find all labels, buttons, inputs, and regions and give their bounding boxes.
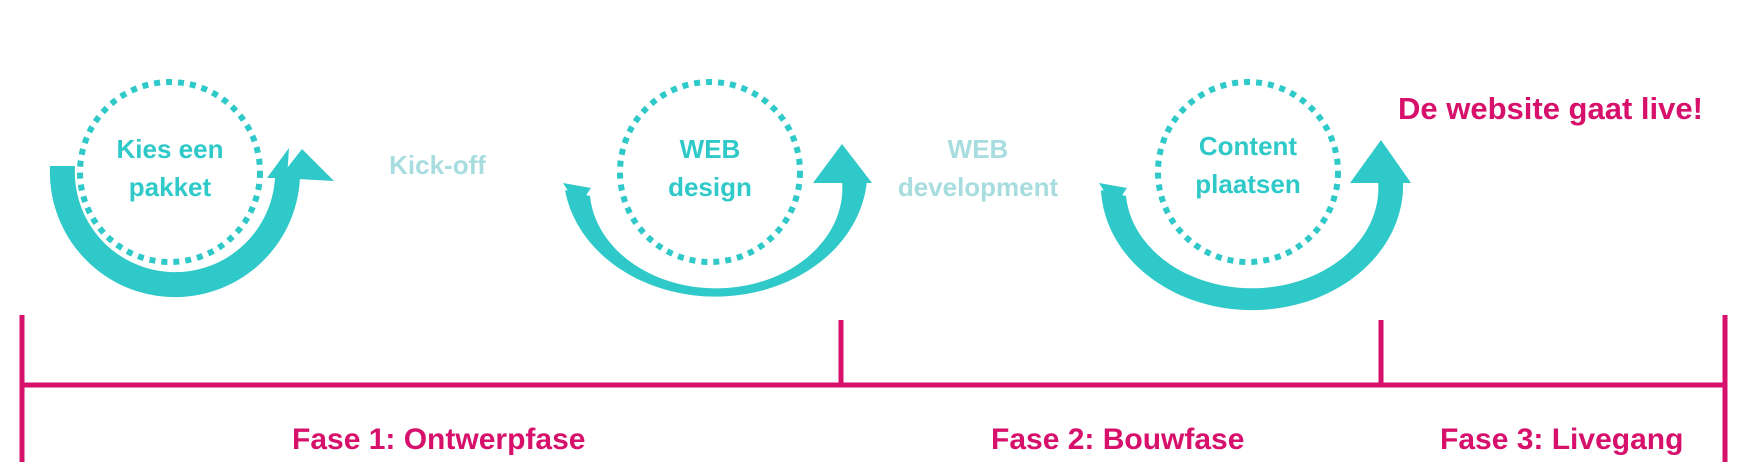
cycle-1-arrow-icon <box>22 148 300 298</box>
phase-2-label: Fase 2: Bouwfase <box>991 423 1245 456</box>
web-development-label-line1: WEB <box>947 134 1009 164</box>
website-live-label: De website gaat live! <box>1398 91 1703 126</box>
cycle-1-label-line2: pakket <box>128 172 212 202</box>
cycle-1-label: Kies een pakket <box>85 130 255 206</box>
cycle-1-graphic <box>22 79 334 298</box>
cycle-2-graphic <box>563 79 872 297</box>
cycle-1-arrowhead-icon <box>277 149 334 181</box>
cycle-3-dotted-circle <box>1155 79 1341 265</box>
timeline <box>19 315 1728 462</box>
cycle-3-tail-icon <box>1099 183 1127 207</box>
cycle-3-arrow-icon <box>1101 180 1404 311</box>
phase-1-label: Fase 1: Ontwerpfase <box>292 423 586 456</box>
web-development-label-line2: development <box>897 172 1059 202</box>
kickoff-label: Kick-off <box>389 150 486 180</box>
cycle-3-label-line1: Content <box>1198 131 1298 161</box>
cycle-3-graphic <box>1099 79 1411 311</box>
cycle-2-arrowhead-icon <box>813 144 872 183</box>
cycle-2-label-line2: design <box>668 172 752 202</box>
web-development-label: WEB development <box>888 130 1068 206</box>
cycle-3-label-line2: plaatsen <box>1195 169 1301 199</box>
cycle-3-label: Content plaatsen <box>1163 127 1333 203</box>
cycle-1-label-line1: Kies een <box>116 134 224 164</box>
cycle-2-label: WEB design <box>625 130 795 206</box>
cycle-3-arrowhead-icon <box>1350 140 1411 183</box>
phase-3-label: Fase 3: Livegang <box>1440 423 1684 456</box>
cycle-2-tail-icon <box>563 183 591 207</box>
cycle-2-label-line1: WEB <box>679 134 741 164</box>
cycle-2-dotted-circle <box>617 79 803 265</box>
cycle-1-dotted-circle <box>77 79 263 265</box>
